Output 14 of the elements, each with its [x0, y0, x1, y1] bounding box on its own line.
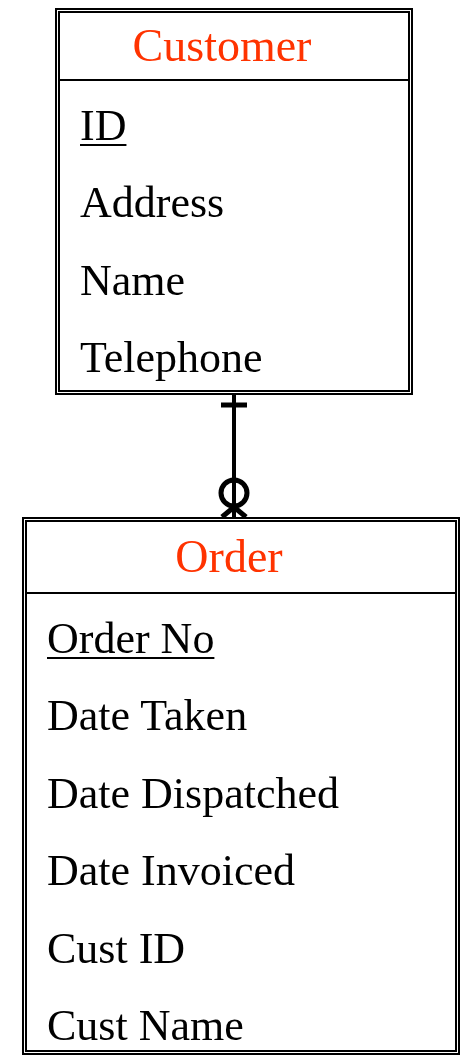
attribute: Date Invoiced	[47, 849, 295, 894]
primary-key-attribute: ID	[80, 103, 127, 148]
entity-box	[22, 517, 460, 1055]
attribute: Name	[80, 258, 186, 303]
entity-name: Order	[175, 534, 284, 580]
attribute: Date Dispatched	[47, 771, 339, 816]
attribute: Telephone	[80, 336, 263, 381]
attribute: Cust ID	[47, 926, 186, 971]
entity-box	[55, 8, 413, 395]
attribute: Date Taken	[47, 694, 248, 739]
entity-name: Customer	[132, 23, 313, 69]
primary-key-attribute: Order No	[47, 616, 215, 661]
attribute: Cust Name	[47, 1004, 244, 1049]
attribute: Address	[80, 181, 225, 226]
